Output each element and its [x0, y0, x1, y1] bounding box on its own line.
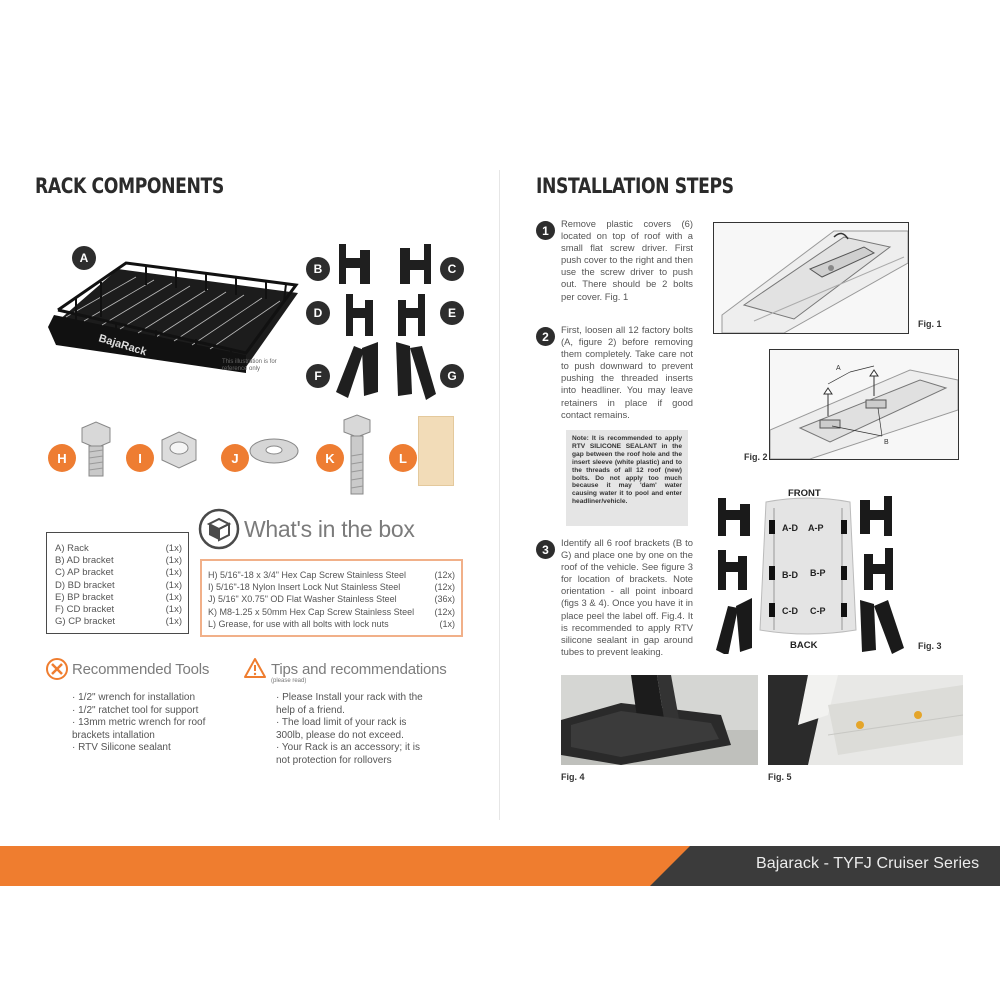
sealant-note: Note: It is recommended to apply RTV SIL… — [566, 430, 688, 526]
figure-1 — [713, 222, 909, 334]
tools-title: Recommended Tools — [72, 661, 210, 678]
box-row: F) CD bracket(1x) — [55, 604, 182, 616]
label-h: H — [48, 444, 76, 472]
label-j: J — [221, 444, 249, 472]
washer-illustration — [249, 438, 299, 464]
box-row: G) CP bracket(1x) — [55, 616, 182, 628]
step-3-text: Identify all 6 roof brackets (B to G) an… — [561, 537, 693, 657]
tools-icon — [46, 658, 68, 680]
figure-5-photo — [768, 675, 963, 765]
step-3-number: 3 — [536, 540, 555, 559]
box-row: L) Grease, for use with all bolts with l… — [208, 618, 455, 629]
box-icon — [198, 508, 240, 550]
footer-orange-band — [0, 846, 690, 886]
label-c: C — [440, 257, 464, 281]
list-item: · Please Install your rack with the help… — [276, 692, 423, 716]
whats-in-box-title: What's in the box — [244, 516, 415, 542]
label-k: K — [316, 444, 344, 472]
label-e: E — [440, 301, 464, 325]
roof-rack-illustration: BajaRack — [48, 261, 299, 373]
components-box: A) Rack(1x) B) AD bracket(1x) C) AP brac… — [46, 532, 189, 634]
label-i: I — [126, 444, 154, 472]
lock-nut-illustration — [161, 431, 197, 469]
fig-1-label: Fig. 1 — [918, 319, 942, 329]
label-d: D — [306, 301, 330, 325]
step-2-number: 2 — [536, 327, 555, 346]
label-l: L — [389, 444, 417, 472]
rack-components-title: RACK COMPONENTS — [35, 174, 224, 198]
box-row: D) BD bracket(1x) — [55, 579, 182, 591]
list-item: · 1/2" wrench for installation — [72, 692, 196, 703]
fig-5-label: Fig. 5 — [768, 772, 792, 782]
tools-list: · 1/2" wrench for installation · 1/2" ra… — [72, 692, 222, 755]
page-divider — [499, 170, 500, 820]
list-item: · The load limit of your rack is 300lb, … — [276, 717, 407, 741]
footer-series-text: Bajarack - TYFJ Cruiser Series — [756, 855, 980, 872]
fig3-front: FRONT — [788, 488, 821, 499]
fig-4-label: Fig. 4 — [561, 772, 585, 782]
box-row: A) Rack(1x) — [55, 543, 182, 554]
fig-2-label: Fig. 2 — [744, 452, 768, 462]
box-row: I) 5/16"-18 Nylon Insert Lock Nut Stainl… — [208, 582, 455, 593]
fig3-cp: C-P — [810, 606, 826, 616]
grease-packet — [418, 416, 454, 486]
fig3-bp: B-P — [810, 568, 826, 578]
label-a: A — [72, 246, 96, 270]
step-1-number: 1 — [536, 221, 555, 240]
label-g: G — [440, 364, 464, 388]
footer-dark-band — [650, 846, 1000, 886]
label-f: F — [306, 364, 330, 388]
figure-4-photo — [561, 675, 758, 765]
hex-screw-illustration — [81, 421, 111, 477]
step-2-text: First, loosen all 12 factory bolts (A, f… — [561, 324, 693, 420]
tips-list: · Please Install your rack with the help… — [276, 692, 436, 768]
label-b: B — [306, 257, 330, 281]
fig3-back: BACK — [790, 640, 818, 651]
long-screw-illustration — [343, 414, 371, 495]
list-item: · 1/2" ratchet tool for support — [72, 704, 199, 716]
fig3-ad: A-D — [782, 523, 798, 533]
box-row: H) 5/16"-18 x 3/4" Hex Cap Screw Stainle… — [208, 570, 455, 580]
step-1-text: Remove plastic covers (6) located on top… — [561, 218, 693, 302]
fig3-cd: C-D — [782, 606, 798, 616]
fig2-label-b: B — [884, 439, 889, 446]
box-row: C) AP bracket(1x) — [55, 567, 182, 579]
hardware-box: H) 5/16"-18 x 3/4" Hex Cap Screw Stainle… — [200, 559, 463, 637]
fig3-ap: A-P — [808, 523, 824, 533]
warning-icon — [244, 658, 266, 678]
list-item: · Your Rack is an accessory; it is not p… — [276, 742, 420, 766]
list-item: · 13mm metric wrench for roof brackets i… — [72, 717, 206, 741]
bracket-illustrations — [336, 244, 436, 400]
illustration-note: This illustration is for reference only — [222, 359, 277, 372]
installation-steps-title: INSTALLATION STEPS — [536, 174, 734, 198]
tips-title: Tips and recommendations — [271, 661, 447, 678]
box-row: K) M8-1.25 x 50mm Hex Cap Screw Stainles… — [208, 606, 455, 617]
box-row: E) BP bracket(1x) — [55, 591, 182, 603]
figure-3: FRONT A-D A-P B-D B-P C-D C-P BACK — [716, 488, 904, 654]
fig2-label-a: A — [836, 365, 841, 372]
box-row: J) 5/16" X0.75" OD Flat Washer Stainless… — [208, 594, 455, 605]
fig3-bd: B-D — [782, 570, 798, 580]
figure-2: A B — [769, 349, 959, 460]
list-item: · RTV Silicone sealant — [72, 742, 171, 754]
tips-subtitle: (please read) — [271, 678, 307, 684]
box-row: B) AD bracket(1x) — [55, 555, 182, 567]
fig-3-label: Fig. 3 — [918, 641, 942, 651]
